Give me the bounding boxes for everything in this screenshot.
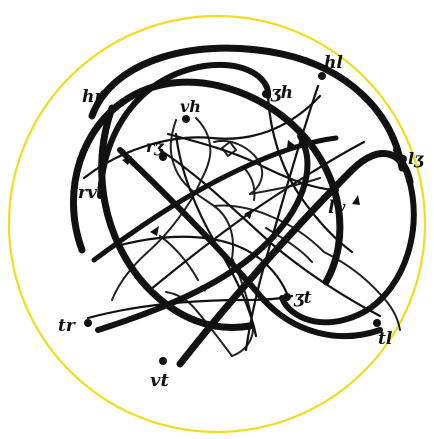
label-rv: rv [78,183,98,203]
node-rv [98,186,106,194]
label-zt: ʒt [293,288,312,308]
frame-ring [9,16,425,432]
node-hl [318,72,326,80]
label-tl: tl [378,329,393,349]
label-rz: rʒ [146,137,164,156]
thin-orbits [84,86,380,350]
node-vh [182,115,190,123]
label-vh: vh [180,97,201,116]
label-vt: vt [150,370,169,391]
node-tr [84,319,92,327]
label-hl: hl [324,53,343,73]
node-zt [283,293,291,301]
label-lz: lʒ [408,149,424,168]
label-tr: tr [58,316,76,336]
node-lv [331,186,339,194]
label-hr: hr [82,87,104,107]
bold-orbits [73,48,413,364]
label-zh: ʒh [270,83,293,103]
node-zh [262,90,270,98]
label-lv: lv [328,197,346,218]
node-lz [399,155,407,163]
node-vt [159,357,167,365]
node-tl [373,319,381,327]
